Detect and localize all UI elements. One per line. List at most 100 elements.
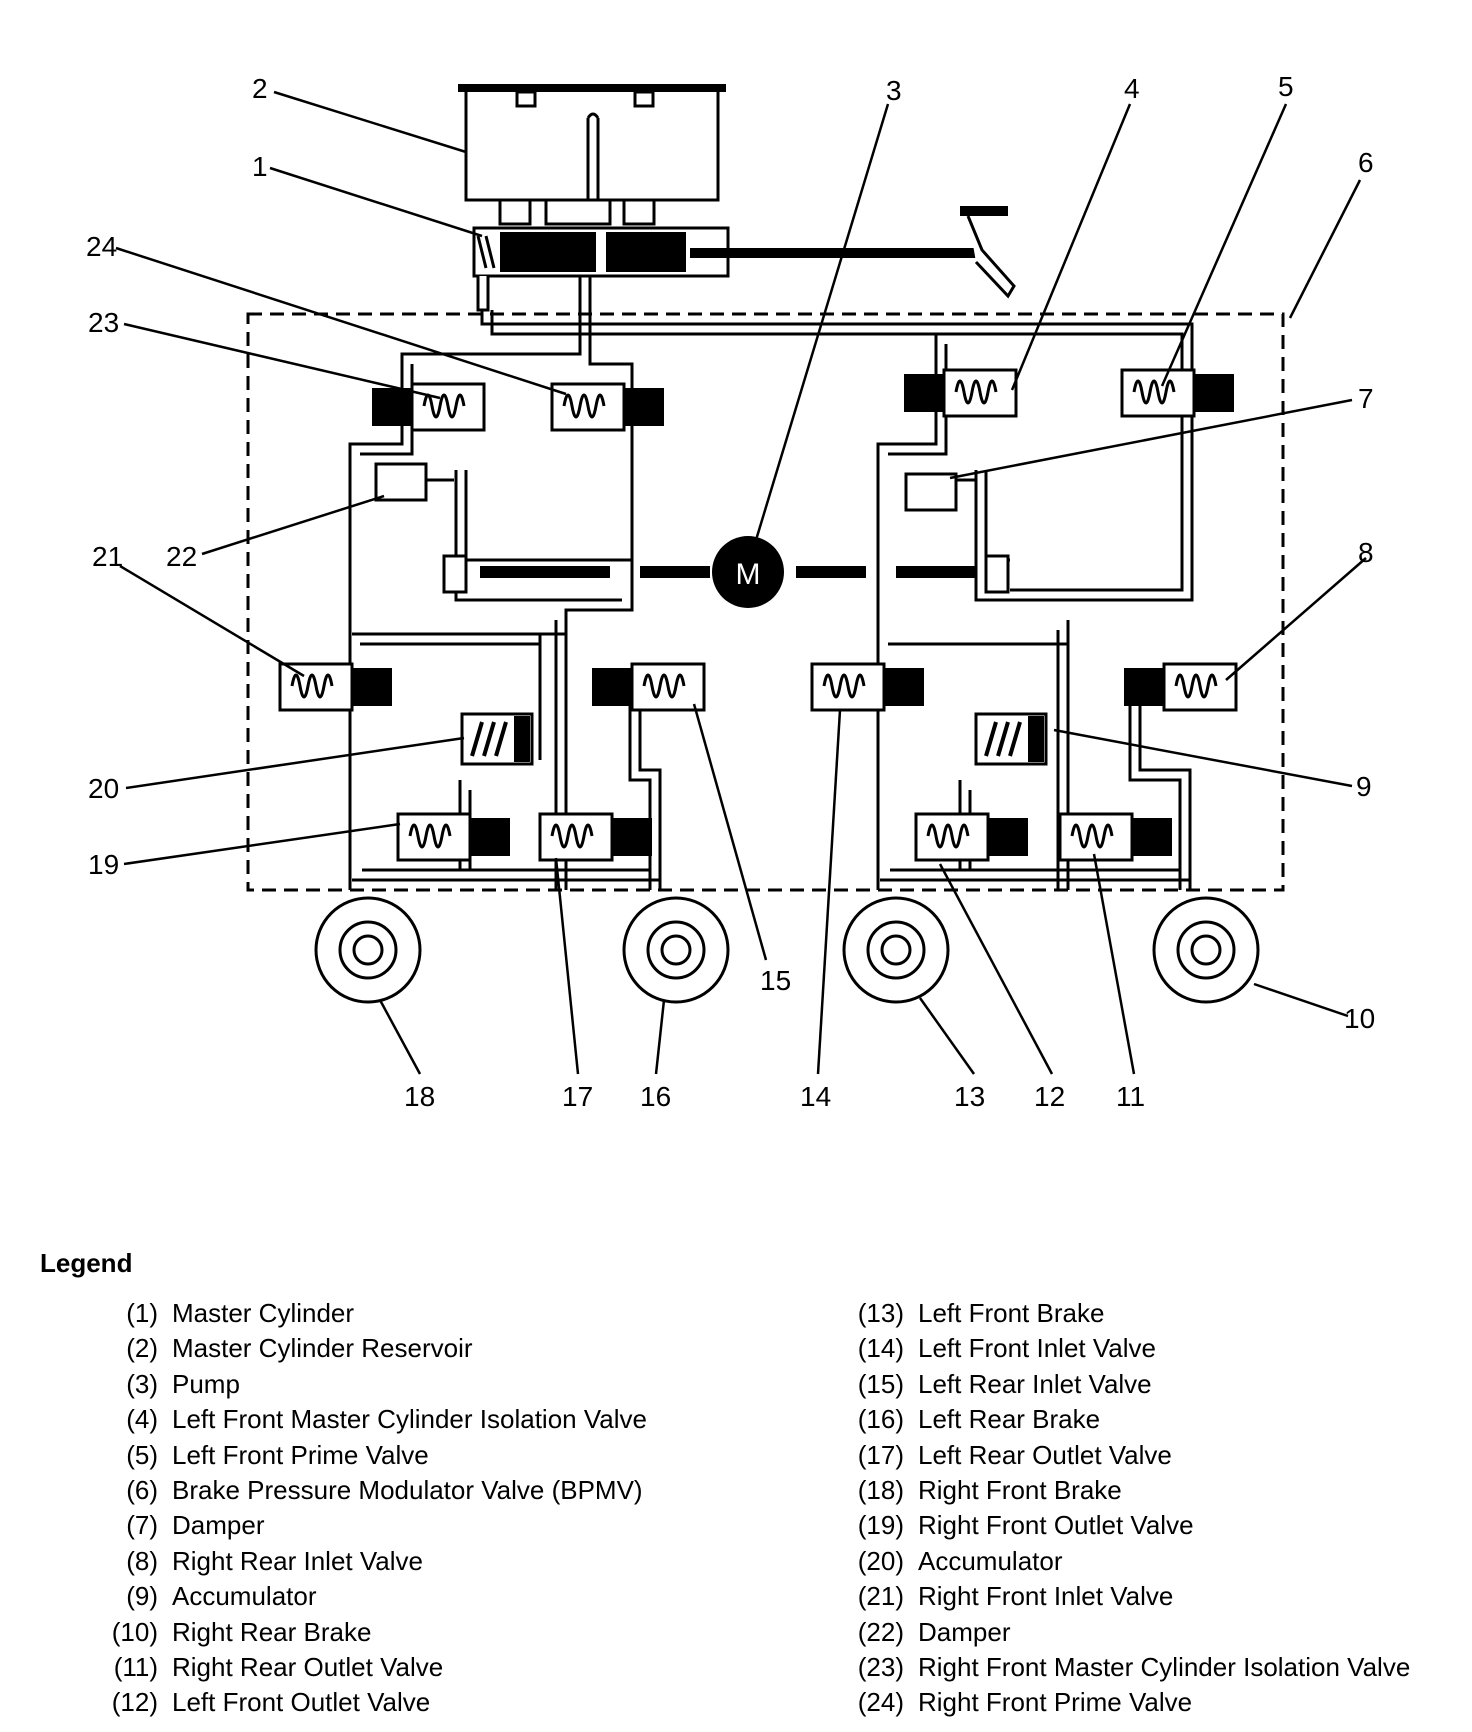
callout-11: 11 (1116, 1081, 1145, 1112)
callout-19: 19 (88, 849, 119, 880)
legend-item-number: (4) (126, 1404, 158, 1435)
legend-item: (23) Right Front Master Cylinder Isolatio… (836, 1650, 1411, 1685)
valve-21 (278, 662, 392, 712)
valve-19 (396, 812, 510, 862)
legend-item: (4) Left Front Master Cylinder Isolation … (90, 1402, 647, 1437)
legend-item-number: (1) (126, 1298, 158, 1328)
bpmv-boundary (246, 312, 1285, 892)
legend-item: (15) Left Rear Inlet Valve (836, 1367, 1410, 1402)
legend-item-label: Left Rear Inlet Valve (918, 1368, 1152, 1399)
legend-item-number: (17) (857, 1439, 904, 1470)
legend-item-label: Left Front Prime Valve (172, 1439, 429, 1470)
right-front-brake-wheel (314, 896, 422, 1004)
callout-17: 17 (562, 1081, 593, 1112)
legend-item-label: Brake Pressure Modulator Valve (BPMV) (172, 1474, 643, 1505)
callout-9: 9 (1356, 771, 1372, 802)
legend-item-number: (16) (857, 1404, 904, 1435)
legend-item: (11)Right Rear Outlet Valve (90, 1650, 647, 1685)
brake-pedal (960, 206, 1016, 299)
callout-12: 12 (1034, 1081, 1065, 1112)
master-cylinder-reservoir (458, 84, 726, 226)
legend-item-number: (21) (857, 1581, 904, 1612)
callout-labels: 2 1 3 4 5 6 7 8 9 10 11 12 13 14 15 16 1… (86, 71, 1375, 1112)
valve-14 (810, 662, 924, 712)
legend-item-number: (12) (111, 1687, 158, 1718)
legend-item-number: (6) (126, 1474, 158, 1505)
legend-item-label: Right Front Inlet Valve (918, 1581, 1174, 1612)
legend-item-number: (20) (857, 1545, 904, 1576)
legend-item: (20) Accumulator (836, 1544, 1410, 1579)
valve-11 (1058, 812, 1172, 862)
pump-motor: M (442, 536, 1010, 608)
callout-1: 1 (252, 151, 268, 182)
legend-item-number: (5) (126, 1439, 158, 1470)
callout-16: 16 (640, 1081, 671, 1112)
legend-item: (13)Left Front Brake (836, 1296, 1410, 1331)
bpmv-hydraulic-diagram: M (86, 71, 1375, 1112)
wheels (314, 896, 1260, 1004)
legend-item: (16)Left Rear Brake (836, 1402, 1410, 1437)
legend-item-label: Left Front Master Cylinder Isolation Val… (172, 1404, 647, 1435)
legend-item-number: (10) (111, 1616, 158, 1647)
legend-item: (21) Right Front Inlet Valve (836, 1579, 1410, 1614)
valve-12 (914, 812, 1028, 862)
legend-item-label: Left Front Inlet Valve (918, 1333, 1156, 1364)
left-front-brake-wheel (842, 896, 950, 1004)
legend-item-label: Master Cylinder (172, 1298, 355, 1328)
legend-item-number: (2) (126, 1333, 158, 1364)
legend-item: (24) Right Front Prime Valve (836, 1685, 1410, 1720)
valve-24 (550, 382, 664, 432)
callout-21: 21 (92, 541, 123, 572)
callout-4: 4 (1124, 73, 1140, 104)
legend-column-left: (1) Master Cylinder (2) Master Cylinder Res… (90, 1296, 647, 1721)
callout-22: 22 (166, 541, 197, 572)
callout-24: 24 (86, 231, 117, 262)
legend-item-label: Right Front Outlet Valve (918, 1510, 1194, 1541)
legend-item-label: Left Front Brake (918, 1298, 1105, 1328)
callout-6: 6 (1358, 147, 1374, 178)
valve-15 (592, 662, 706, 712)
callout-2: 2 (252, 73, 268, 104)
leader-lines (115, 90, 1367, 1075)
svg-text:M: M (736, 558, 761, 591)
legend-item: (7)Damper (90, 1508, 647, 1543)
legend-item-label: Accumulator (172, 1581, 317, 1612)
valve-8 (1124, 662, 1238, 712)
legend-item: (19)Right Front Outlet Valve (836, 1508, 1410, 1543)
callout-5: 5 (1278, 71, 1294, 102)
legend-item-label: Right Front Prime Valve (918, 1687, 1193, 1718)
accumulator-9 (974, 712, 1048, 766)
master-cylinder (472, 226, 980, 312)
legend-item: (5) Left Front Prime Valve (90, 1438, 647, 1473)
legend-item-label: Right Rear Inlet Valve (172, 1545, 423, 1576)
legend-item-label: Master Cylinder Reservoir (172, 1333, 473, 1364)
legend-item: (17) Left Rear Outlet Valve (836, 1438, 1410, 1473)
legend-title: Legend (40, 1248, 133, 1278)
legend-item-number: (23) (857, 1651, 904, 1682)
legend-item-label: Right Front Master Cylinder Isolation Va… (918, 1651, 1411, 1682)
legend-item-number: (3) (126, 1368, 158, 1399)
valve-5 (1120, 368, 1234, 418)
legend-item: (3) Pump (90, 1367, 647, 1402)
legend-item-number: (8) (126, 1545, 158, 1576)
accumulator-20 (460, 712, 534, 766)
legend-item-label: Accumulator (918, 1545, 1063, 1576)
legend-item-label: Right Front Brake (918, 1474, 1122, 1505)
legend-item: (9)Accumulator (90, 1579, 647, 1614)
legend-item-number: (14) (857, 1333, 904, 1364)
legend-item-label: Left Front Outlet Valve (172, 1687, 431, 1718)
legend-item-label: Pump (172, 1368, 240, 1399)
legend-item-number: (15) (857, 1368, 904, 1399)
callout-15: 15 (760, 965, 791, 996)
callout-7: 7 (1358, 383, 1374, 414)
legend-item-label: Right Rear Brake (172, 1616, 372, 1647)
legend-item-number: (24) (857, 1687, 904, 1718)
valve-23 (372, 382, 486, 432)
valve-4 (904, 368, 1018, 418)
legend-item-label: Right Rear Outlet Valve (172, 1651, 444, 1682)
legend-item-number: (18) (857, 1474, 904, 1505)
callout-18: 18 (404, 1081, 435, 1112)
legend-item-label: Left Rear Outlet Valve (918, 1439, 1172, 1470)
callout-3: 3 (886, 75, 902, 106)
left-rear-brake-wheel (622, 896, 730, 1004)
